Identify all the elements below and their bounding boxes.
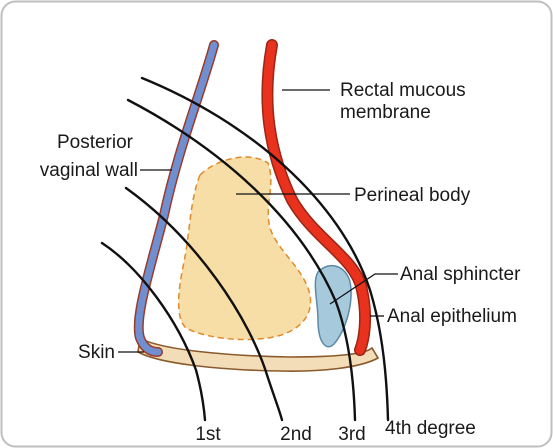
label-rectal-line2: membrane [340,102,431,123]
label-posterior-line2: vaginal wall [40,160,138,181]
label-tear-4th: 4th degree [385,418,476,439]
label-rectal-line1: Rectal mucous [340,80,466,101]
label-tear-2nd: 2nd [280,424,312,445]
skin-band [138,338,378,371]
label-anal-sphincter: Anal sphincter [400,264,521,285]
label-tear-1st: 1st [195,424,221,445]
label-anal-epithelium: Anal epithelium [387,306,517,327]
label-tear-3rd: 3rd [338,424,365,445]
label-skin: Skin [78,342,115,363]
label-posterior-line1: Posterior [57,132,134,153]
label-perineal-body: Perineal body [354,185,471,206]
